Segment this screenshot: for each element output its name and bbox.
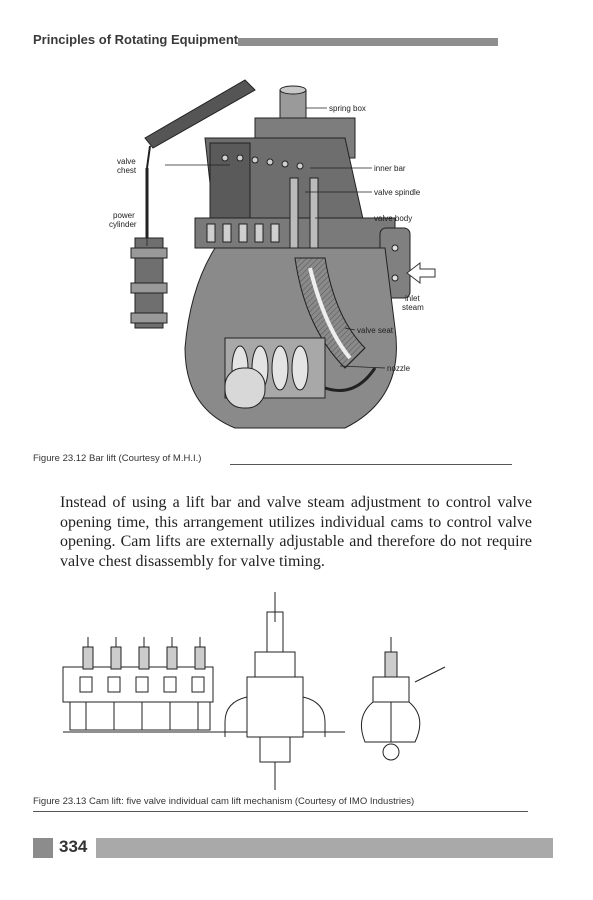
label-inlet-steam-2: steam bbox=[402, 303, 424, 312]
label-inlet-steam-1: inlet bbox=[405, 294, 420, 303]
label-valve-seat: valve seat bbox=[357, 326, 394, 335]
figure-23-13-caption: Figure 23.13 Cam lift: five valve indivi… bbox=[33, 796, 415, 807]
label-valve-chest-2: chest bbox=[117, 166, 137, 175]
label-power-cylinder-2: cylinder bbox=[109, 220, 137, 229]
book-title: Principles of Rotating Equipment bbox=[33, 32, 239, 47]
label-valve-spindle: valve spindle bbox=[374, 188, 421, 197]
header-bar bbox=[238, 38, 498, 46]
bar-lift-illustration: spring box valve chest inner bar valve s… bbox=[109, 79, 436, 429]
label-valve-body: valve body bbox=[374, 214, 412, 223]
figure-23-13-caption-rule bbox=[33, 811, 528, 812]
page-number: 334 bbox=[59, 837, 88, 856]
cam-lift-illustration bbox=[62, 592, 446, 790]
label-valve-chest-1: valve bbox=[117, 157, 136, 166]
figure-23-12-caption-rule bbox=[230, 464, 512, 465]
running-header: Principles of Rotating Equipment bbox=[33, 32, 498, 52]
body-paragraph: Instead of using a lift bar and valve st… bbox=[60, 494, 532, 570]
footer-bar bbox=[96, 838, 553, 858]
figure-23-12-caption: Figure 23.12 Bar lift (Courtesy of M.H.I… bbox=[33, 453, 202, 464]
label-inner-bar: inner bar bbox=[374, 164, 406, 173]
label-spring-box: spring box bbox=[329, 104, 366, 113]
label-nozzle: nozzle bbox=[387, 364, 411, 373]
footer-square bbox=[33, 838, 53, 858]
label-power-cylinder-1: power bbox=[113, 211, 135, 220]
